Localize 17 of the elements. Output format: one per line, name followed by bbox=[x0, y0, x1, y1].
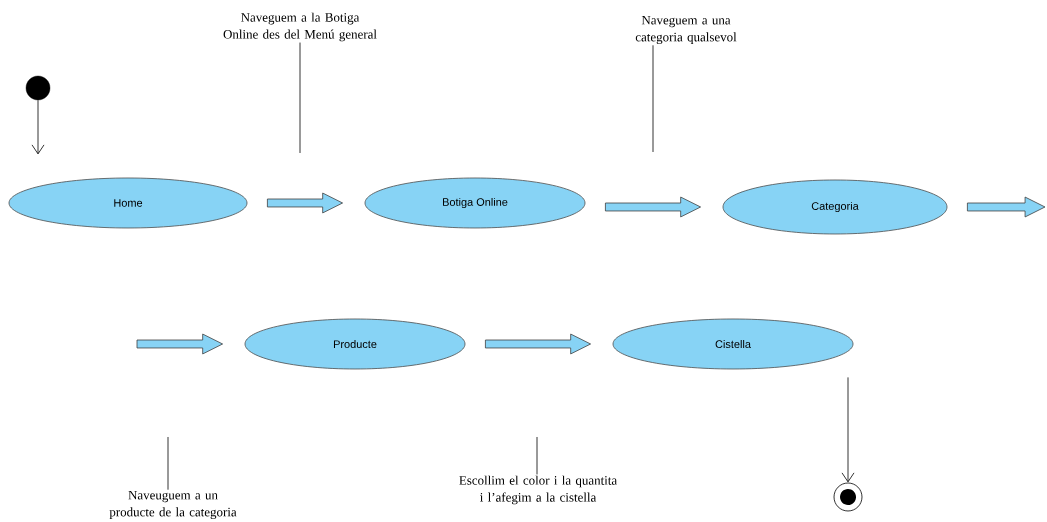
block-arrow bbox=[267, 192, 343, 214]
leader-line bbox=[652, 44, 654, 153]
leader-line bbox=[167, 436, 169, 491]
arrow bbox=[31, 99, 45, 155]
block-arrow bbox=[967, 196, 1046, 218]
start-circle bbox=[25, 75, 51, 101]
note-text: Naveguem a la Botiga Online des del Menú general bbox=[223, 12, 377, 42]
block-arrow bbox=[485, 333, 591, 355]
block-arrow bbox=[605, 196, 701, 218]
arrow bbox=[841, 377, 855, 483]
note-text: Naveguem a una categoria qualsevol bbox=[635, 15, 737, 45]
block-arrow bbox=[136, 333, 223, 355]
end-circle bbox=[833, 482, 863, 512]
leader-line bbox=[536, 436, 538, 475]
note-text: Escollim el color i la quantita i l’afegim a la cistella bbox=[459, 475, 617, 505]
leader-line bbox=[299, 42, 301, 154]
note-text: Naveuguem a un producte de la categoria bbox=[109, 490, 237, 520]
